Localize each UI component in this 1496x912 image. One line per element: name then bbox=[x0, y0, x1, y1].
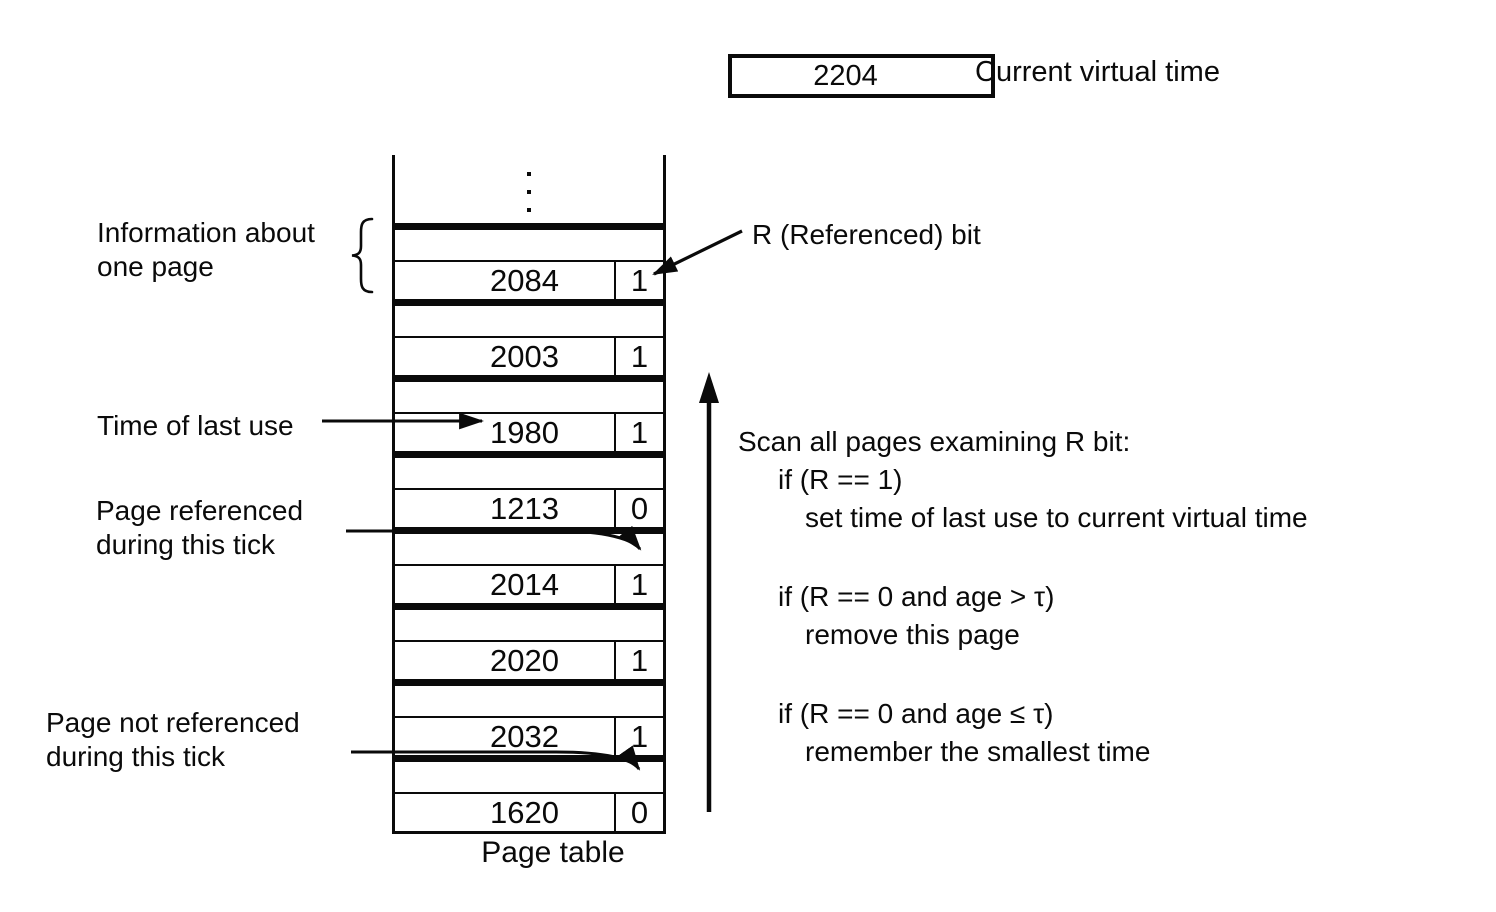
time-of-last-use-value: 2014 bbox=[490, 566, 559, 602]
time-of-last-use-value: 2003 bbox=[490, 338, 559, 374]
case3-action: remember the smallest time bbox=[805, 736, 1151, 767]
entry-empty-row bbox=[395, 534, 663, 564]
case1-action: set time of last use to current virtual … bbox=[805, 502, 1308, 533]
r-referenced-bit-label: R (Referenced) bit bbox=[752, 219, 981, 250]
r-bit-value: 1 bbox=[614, 566, 663, 603]
r-bit-value: 1 bbox=[614, 414, 663, 451]
info-label-line2: one page bbox=[97, 251, 214, 282]
page-table-entry: 1620 0 bbox=[395, 755, 663, 831]
time-of-last-use-label: Time of last use bbox=[97, 410, 294, 441]
r-bit-value: 1 bbox=[614, 642, 663, 679]
scan-direction-arrowhead bbox=[699, 372, 719, 403]
current-virtual-time-box: 2204 bbox=[728, 54, 995, 98]
page-not-referenced-line1: Page not referenced bbox=[46, 707, 300, 738]
r-bit-value: 0 bbox=[614, 490, 663, 527]
page-table-entry: 2003 1 bbox=[395, 299, 663, 375]
ellipsis-dots-icon bbox=[395, 155, 663, 223]
case1-condition: if (R == 1) bbox=[778, 464, 903, 495]
page-table-entry: 2084 1 bbox=[395, 223, 663, 299]
entry-separator-bar bbox=[395, 451, 663, 458]
page-referenced-line2: during this tick bbox=[96, 529, 275, 560]
page-referenced-label: Page referenced during this tick bbox=[96, 494, 303, 562]
entry-empty-row bbox=[395, 230, 663, 260]
scan-algorithm-text: Scan all pages examining R bit: if (R ==… bbox=[738, 423, 1308, 771]
entry-value-row: 2084 1 bbox=[395, 260, 663, 299]
entry-value-row: 2032 1 bbox=[395, 716, 663, 755]
time-of-last-use-value: 1980 bbox=[490, 414, 559, 450]
case3-condition: if (R == 0 and age ≤ τ) bbox=[778, 698, 1054, 729]
current-virtual-time-value: 2204 bbox=[813, 59, 878, 92]
entry-empty-row bbox=[395, 306, 663, 336]
information-about-one-page-label: Information about one page bbox=[97, 216, 315, 284]
entry-separator-bar bbox=[395, 527, 663, 534]
page-referenced-line1: Page referenced bbox=[96, 495, 304, 526]
page-table-entry: 1980 1 bbox=[395, 375, 663, 451]
entry-value-row: 1213 0 bbox=[395, 488, 663, 527]
entry-separator-bar bbox=[395, 299, 663, 306]
scan-header: Scan all pages examining R bit: bbox=[738, 426, 1131, 457]
entry-value-row: 2003 1 bbox=[395, 336, 663, 375]
page-table-caption: Page table bbox=[481, 836, 625, 869]
entry-separator-bar bbox=[395, 603, 663, 610]
entry-value-row: 1620 0 bbox=[395, 792, 663, 831]
case2-action: remove this page bbox=[805, 619, 1020, 650]
entry-empty-row bbox=[395, 610, 663, 640]
time-of-last-use-value: 2084 bbox=[490, 262, 559, 298]
page-not-referenced-label: Page not referenced during this tick bbox=[46, 706, 300, 774]
time-of-last-use-value: 2032 bbox=[490, 718, 559, 754]
r-bit-value: 1 bbox=[614, 338, 663, 375]
entry-separator-bar bbox=[395, 375, 663, 382]
entry-value-row: 2014 1 bbox=[395, 564, 663, 603]
entry-empty-row bbox=[395, 458, 663, 488]
case2-condition: if (R == 0 and age > τ) bbox=[778, 581, 1055, 612]
page-table-entry: 2020 1 bbox=[395, 603, 663, 679]
r-bit-value: 1 bbox=[614, 718, 663, 755]
page-table-entries: 2084 1 2003 1 1980 1 1213 0 2014 1 2020 1 2032 1 1620 0 bbox=[395, 223, 663, 831]
entry-value-row: 2020 1 bbox=[395, 640, 663, 679]
entry-empty-row bbox=[395, 686, 663, 716]
page-table-entry: 2032 1 bbox=[395, 679, 663, 755]
entry-value-row: 1980 1 bbox=[395, 412, 663, 451]
page-table-entry: 1213 0 bbox=[395, 451, 663, 527]
time-of-last-use-value: 1620 bbox=[490, 794, 559, 830]
entry-empty-row bbox=[395, 382, 663, 412]
info-label-line1: Information about bbox=[97, 217, 315, 248]
r-bit-value: 0 bbox=[614, 794, 663, 831]
current-virtual-time-label: Current virtual time bbox=[975, 56, 1220, 88]
entry-separator-bar bbox=[395, 223, 663, 230]
page-not-referenced-line2: during this tick bbox=[46, 741, 225, 772]
time-of-last-use-value: 1213 bbox=[490, 490, 559, 526]
time-of-last-use-value: 2020 bbox=[490, 642, 559, 678]
entry-brace bbox=[351, 217, 374, 294]
entry-empty-row bbox=[395, 762, 663, 792]
entry-separator-bar bbox=[395, 679, 663, 686]
r-bit-value: 1 bbox=[614, 262, 663, 299]
r-bit-arrow bbox=[652, 229, 743, 276]
page-table: 2084 1 2003 1 1980 1 1213 0 2014 1 2020 1 2032 1 1620 0 bbox=[392, 155, 666, 834]
page-table-entry: 2014 1 bbox=[395, 527, 663, 603]
entry-separator-bar bbox=[395, 755, 663, 762]
